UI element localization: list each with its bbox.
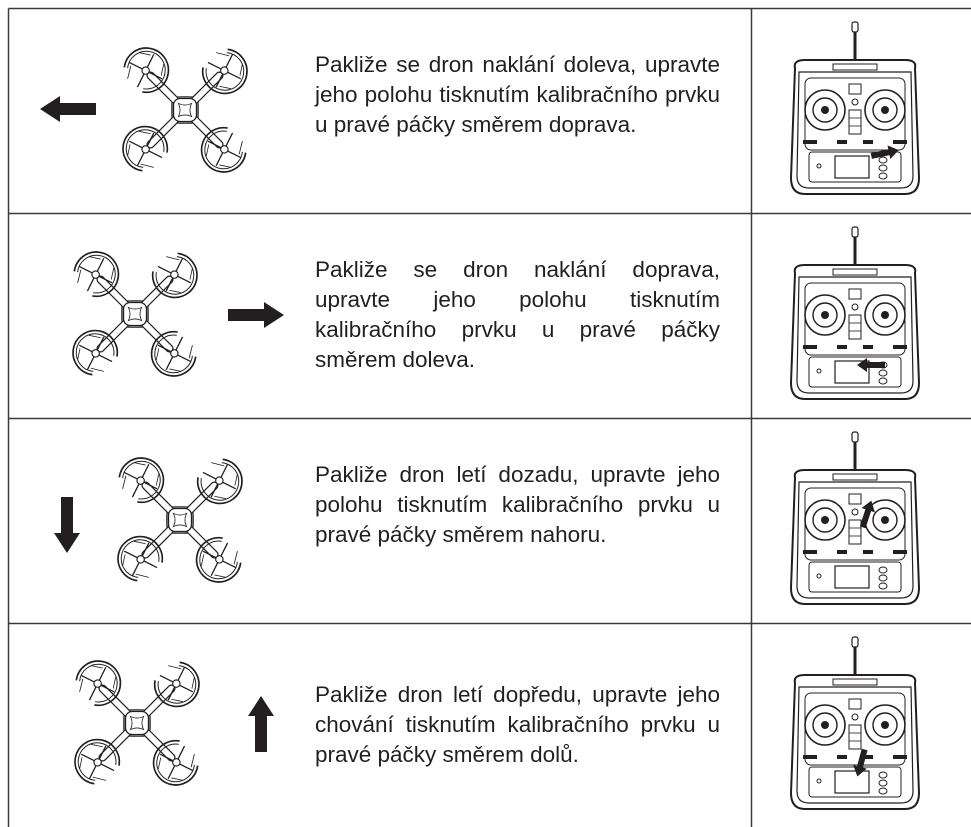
instruction-text: Pakliže dron letí dozadu, upravte jeho p…	[315, 462, 720, 547]
arrow-right-icon	[228, 302, 284, 328]
remote-controller-illustration	[789, 635, 921, 811]
instruction-row: Pakliže se dron naklání doleva, upravte …	[8, 9, 971, 213]
arrow-left-icon	[40, 96, 96, 122]
instruction-row: Pakliže dron letí dozadu, upravte jeho p…	[8, 419, 971, 623]
remote-controller-illustration	[789, 225, 921, 401]
instruction-row: Pakliže se dron naklání doprava, upravte…	[8, 214, 971, 418]
arrow-up-icon	[248, 696, 274, 752]
remote-controller-illustration	[789, 430, 921, 606]
arrow-down-icon	[54, 497, 80, 553]
drone-illustration	[40, 9, 308, 213]
instruction-text: Pakliže se dron naklání doprava, upravte…	[315, 257, 720, 372]
drone-illustration	[8, 214, 284, 418]
drone-illustration	[8, 624, 274, 827]
drone-illustration	[54, 419, 308, 623]
instruction-text: Pakliže dron letí dopředu, upravte jeho …	[315, 682, 720, 767]
remote-controller-illustration	[789, 20, 921, 196]
instruction-row: Pakliže dron letí dopředu, upravte jeho …	[8, 624, 971, 827]
instruction-text: Pakliže se dron naklání doleva, upravte …	[315, 52, 720, 137]
